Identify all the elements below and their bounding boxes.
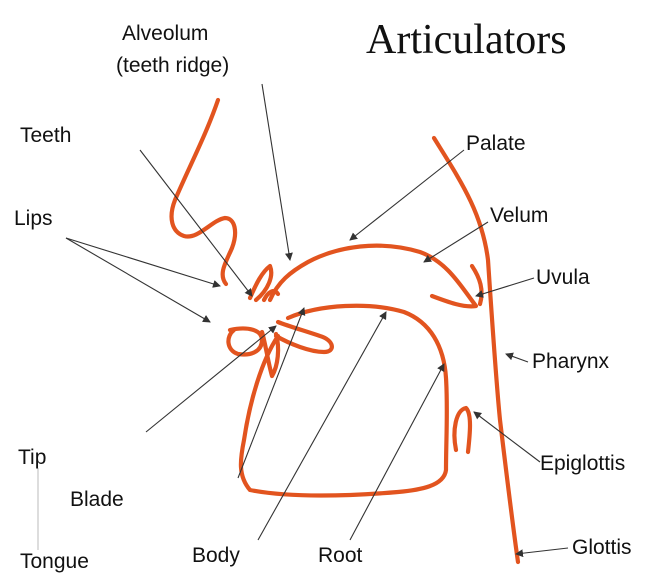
palate-velum-roof	[270, 246, 476, 307]
tongue-tip-outline	[276, 322, 332, 352]
pointer-uvula	[476, 278, 534, 296]
pointer-root	[350, 364, 444, 540]
tongue-body-outline	[241, 306, 447, 496]
nose-upper-lip-outline	[172, 100, 236, 284]
label-velum: Velum	[490, 204, 548, 227]
vocal-tract-outline	[172, 100, 518, 562]
pointer-epiglottis	[474, 412, 540, 462]
label-lips: Lips	[14, 207, 53, 230]
label-pharynx: Pharynx	[532, 350, 610, 373]
pointer-velum	[424, 222, 488, 262]
label-teeth-ridge: (teeth ridge)	[116, 54, 229, 77]
uvula-outline	[472, 266, 482, 304]
diagram-title: Articulators	[366, 17, 567, 63]
pointer-palate	[350, 150, 464, 240]
pointer-alveolum	[262, 84, 290, 260]
pointer-pharynx	[506, 354, 528, 362]
pharynx-back-wall	[434, 138, 518, 562]
pointer-lips-lower	[66, 238, 210, 322]
label-glottis: Glottis	[572, 536, 632, 559]
label-epiglottis: Epiglottis	[540, 452, 625, 475]
label-root: Root	[318, 544, 363, 567]
label-alveolum: Alveolum	[122, 22, 208, 45]
labels: Alveolum (teeth ridge) Teeth Lips Palate…	[14, 22, 632, 573]
epiglottis-outline	[454, 408, 470, 452]
label-uvula: Uvula	[536, 266, 590, 289]
label-blade: Blade	[70, 488, 124, 511]
pointer-lips-upper	[66, 238, 220, 286]
label-body: Body	[192, 544, 240, 567]
label-tongue: Tongue	[20, 550, 89, 573]
label-tip: Tip	[18, 446, 46, 469]
pointer-glottis	[516, 548, 568, 554]
label-palate: Palate	[466, 132, 526, 155]
pointer-blade	[238, 308, 304, 478]
label-teeth: Teeth	[20, 124, 71, 147]
